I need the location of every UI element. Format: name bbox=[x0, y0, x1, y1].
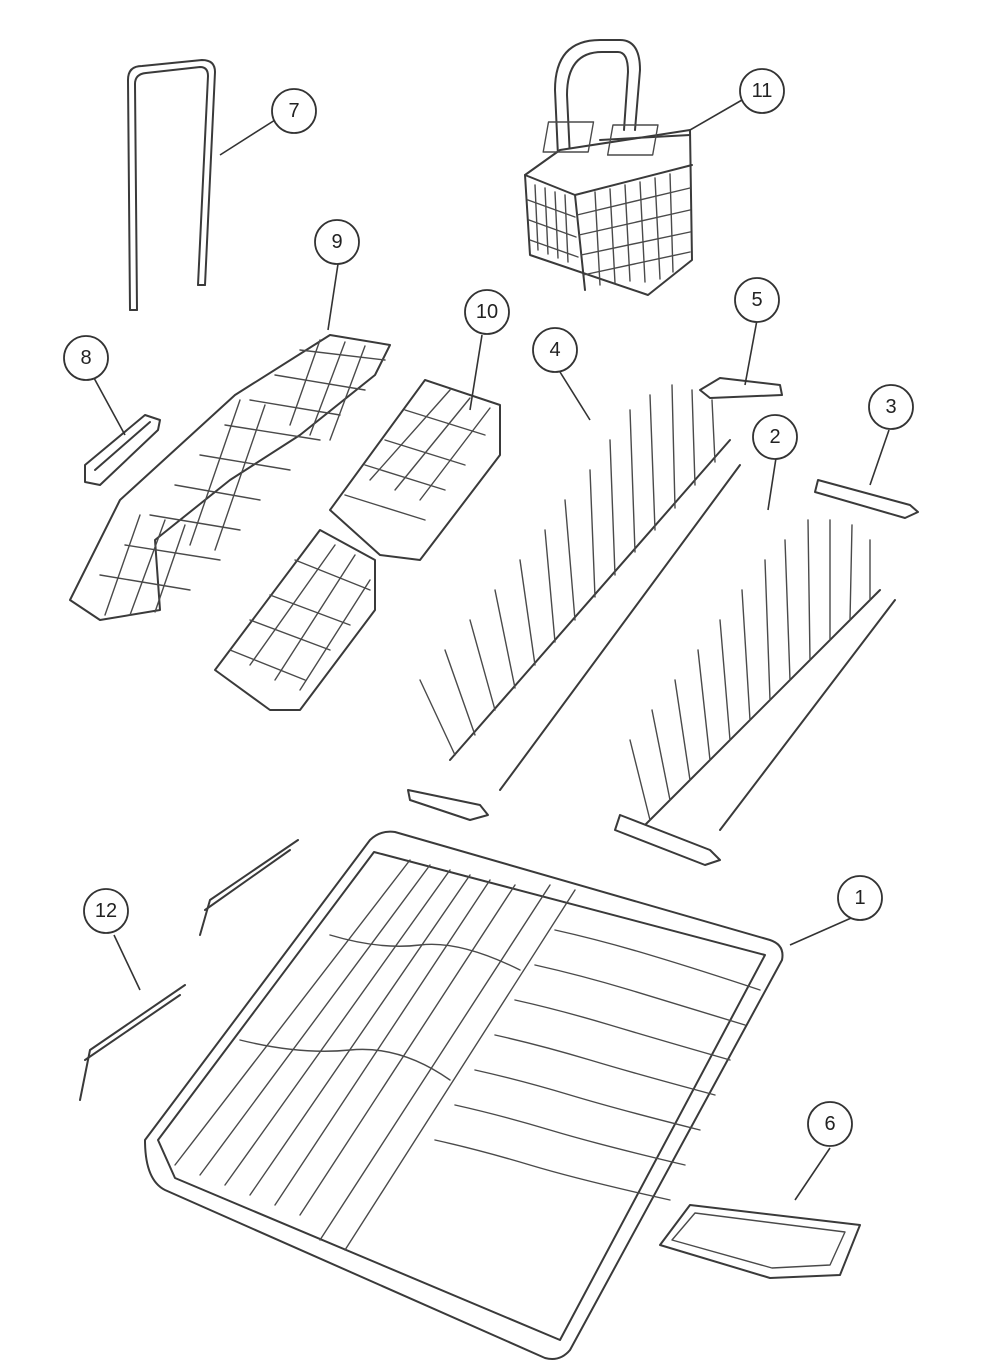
callout-9: 9 bbox=[314, 219, 360, 265]
callout-5: 5 bbox=[734, 277, 780, 323]
callout-10: 10 bbox=[464, 289, 510, 335]
callout-5-label: 5 bbox=[751, 289, 762, 311]
part-8-clip bbox=[84, 414, 161, 486]
part-1-rack-frame bbox=[144, 830, 784, 1360]
callout-10-label: 10 bbox=[476, 301, 498, 323]
callout-8-label: 8 bbox=[80, 347, 91, 369]
part-7-handle bbox=[127, 59, 216, 311]
callout-12: 12 bbox=[83, 888, 129, 934]
part-3-clip-bar bbox=[814, 479, 919, 519]
callout-2-label: 2 bbox=[769, 426, 780, 448]
callout-11-label: 11 bbox=[752, 80, 773, 102]
callout-4: 4 bbox=[532, 327, 578, 373]
callout-1-label: 1 bbox=[854, 887, 865, 909]
part-9-cup-shelf bbox=[69, 334, 391, 621]
callout-3: 3 bbox=[868, 384, 914, 430]
part-11-cutlery-basket bbox=[524, 39, 693, 296]
part-12-side-clips bbox=[79, 839, 299, 1101]
part-10-folding-shelves bbox=[214, 379, 501, 711]
callout-11: 11 bbox=[739, 68, 785, 114]
callout-6-label: 6 bbox=[824, 1113, 835, 1135]
part-4-tine-rack bbox=[407, 384, 741, 821]
callout-1: 1 bbox=[837, 875, 883, 921]
callout-6: 6 bbox=[807, 1101, 853, 1147]
part-5-clip bbox=[699, 377, 783, 399]
part-2-tine-rack bbox=[614, 519, 896, 866]
callout-3-label: 3 bbox=[885, 396, 896, 418]
callout-7: 7 bbox=[271, 88, 317, 134]
callout-2: 2 bbox=[752, 414, 798, 460]
callout-8: 8 bbox=[63, 335, 109, 381]
callout-9-label: 9 bbox=[331, 231, 342, 253]
leader-lines bbox=[93, 99, 890, 1201]
part-6-tray bbox=[659, 1204, 861, 1279]
callout-7-label: 7 bbox=[288, 100, 299, 122]
callout-12-label: 12 bbox=[95, 900, 117, 922]
callout-4-label: 4 bbox=[549, 339, 560, 361]
